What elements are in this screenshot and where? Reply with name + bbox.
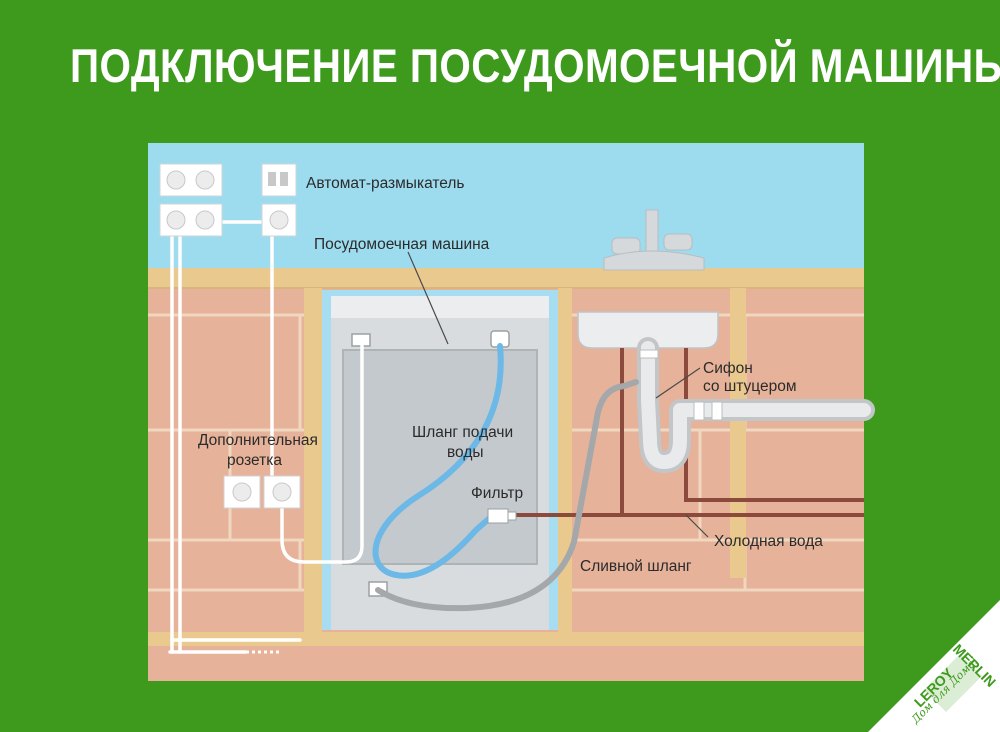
label-dishwasher: Посудомоечная машина — [314, 236, 490, 253]
sink-basin — [577, 311, 719, 349]
label-breaker: Автомат-размыкатель — [306, 175, 465, 192]
breaker-switch — [261, 163, 297, 197]
leader-lines — [407, 251, 709, 538]
cabinet-post-right — [730, 288, 746, 578]
drain-hose — [375, 379, 639, 612]
label-extra-socket-line2: розетка — [227, 452, 282, 469]
label-cold-water: Холодная вода — [714, 533, 823, 550]
label-inlet-hose-line2: воды — [447, 444, 484, 461]
label-inlet-hose-line1: Шланг подачи — [412, 424, 513, 441]
label-siphon-line1: Сифон — [703, 360, 753, 377]
cabinet-post-mid — [558, 288, 572, 632]
siphon — [637, 337, 875, 473]
label-filter: Фильтр — [471, 485, 523, 502]
cold-water-pipes — [500, 348, 864, 517]
extra-socket — [223, 475, 301, 509]
double-socket-lower — [159, 203, 223, 237]
cabinet-post-left — [304, 288, 322, 632]
label-siphon-line2: со штуцером — [703, 378, 797, 395]
dishwasher-power-port — [351, 333, 371, 347]
dishwasher-inner — [342, 349, 538, 565]
power-cables — [168, 220, 364, 654]
double-socket-top — [159, 163, 223, 197]
faucet — [603, 209, 705, 271]
dishwasher-top-panel — [331, 296, 549, 318]
leroy-merlin-logo: LEROY MERLIN Дом для Дома! — [868, 600, 1000, 732]
countertop — [148, 268, 864, 288]
page-title: ПОДКЛЮЧЕНИЕ ПОСУДОМОЕЧНОЙ МАШИНЫ — [70, 39, 1000, 92]
inlet-hose — [372, 343, 504, 579]
upper-wall — [148, 143, 864, 270]
plinth — [148, 632, 864, 646]
breaker-socket — [261, 203, 297, 237]
label-extra-socket-line1: Дополнительная — [198, 432, 318, 449]
label-drain-hose: Сливной шланг — [580, 558, 692, 575]
water-filter — [487, 508, 517, 524]
